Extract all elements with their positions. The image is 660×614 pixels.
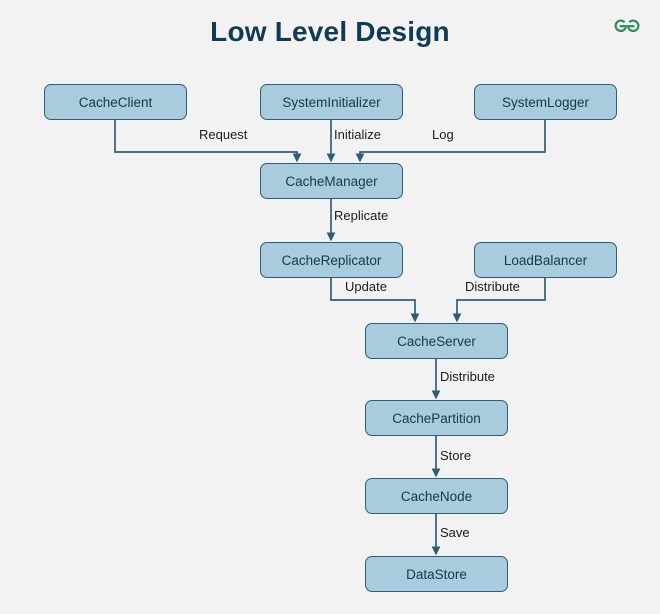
node-label: CacheNode (400, 488, 473, 504)
edge-label-update: Update (345, 279, 387, 294)
node-cache-manager[interactable]: CacheManager (260, 163, 403, 199)
node-label: CacheClient (78, 94, 153, 110)
node-label: DataStore (406, 566, 467, 582)
node-cache-client[interactable]: CacheClient (44, 84, 187, 120)
node-label: SystemLogger (501, 94, 590, 110)
node-system-initializer[interactable]: SystemInitializer (260, 84, 403, 120)
edge-label-distribute: Distribute (440, 369, 495, 384)
node-data-store[interactable]: DataStore (365, 556, 508, 592)
edge-label-replicate: Replicate (334, 208, 389, 223)
node-label: CacheReplicator (281, 252, 382, 268)
node-system-logger[interactable]: SystemLogger (474, 84, 617, 120)
edge-label-distribute-lb: Distribute (465, 279, 520, 294)
node-cache-server[interactable]: CacheServer (365, 323, 508, 359)
node-cache-node[interactable]: CacheNode (365, 478, 508, 514)
node-cache-partition[interactable]: CachePartition (365, 400, 508, 436)
node-load-balancer[interactable]: LoadBalancer (474, 242, 617, 278)
edge-label-save: Save (440, 525, 470, 540)
node-label: SystemInitializer (282, 94, 381, 110)
edge-label-store: Store (440, 448, 472, 463)
page-title: Low Level Design (210, 16, 450, 47)
node-label: LoadBalancer (503, 252, 588, 268)
geeksforgeeks-logo-icon (610, 12, 644, 38)
node-label: CacheServer (397, 333, 476, 349)
node-cache-replicator[interactable]: CacheReplicator (260, 242, 403, 278)
node-label: CacheManager (285, 173, 378, 189)
edge-label-initialize: Initialize (334, 127, 381, 142)
edge-label-log: Log (432, 127, 454, 142)
edge-label-request: Request (199, 127, 248, 142)
node-label: CachePartition (392, 410, 481, 426)
